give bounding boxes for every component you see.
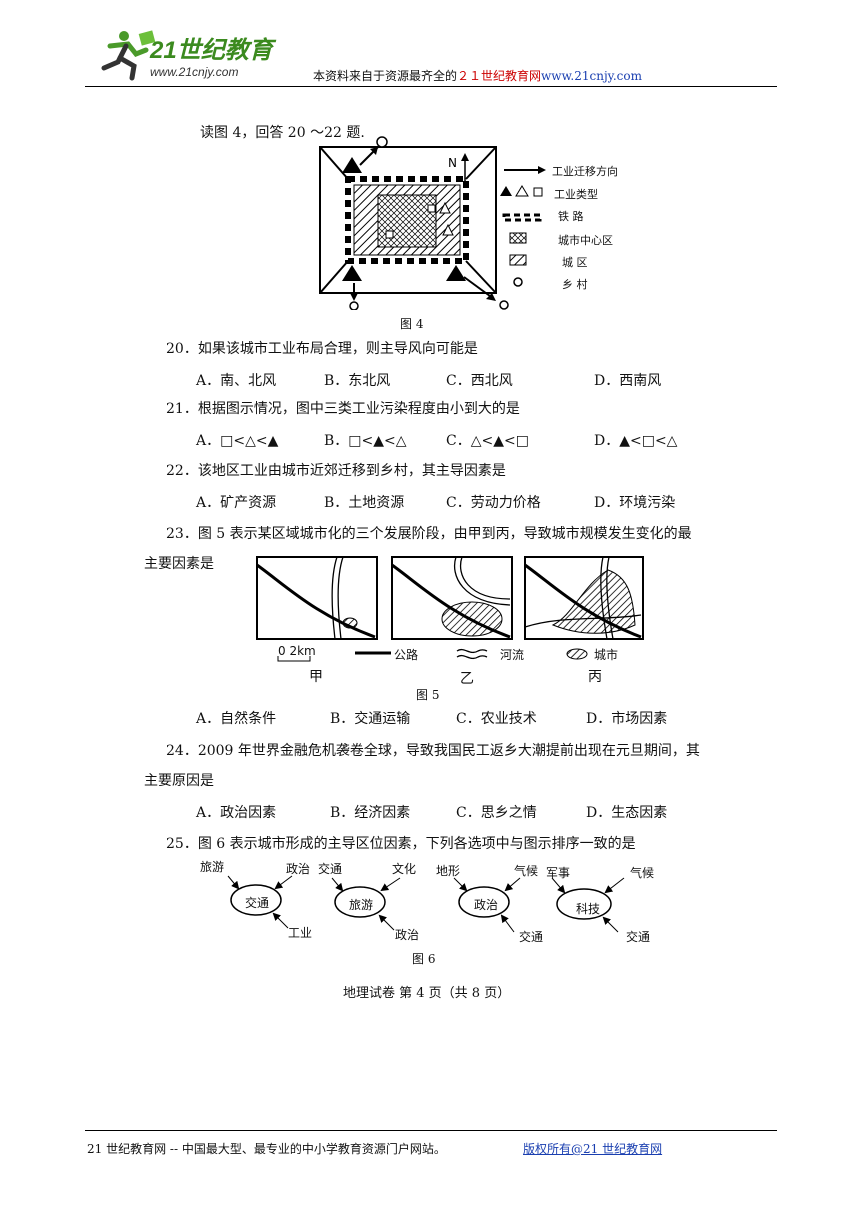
svg-text:www.21cnjy.com: www.21cnjy.com: [150, 65, 238, 79]
fig6-n2-center: 旅游: [349, 898, 374, 912]
svg-text:21世纪教育: 21世纪教育: [149, 37, 277, 64]
fig6-n2-tl: 交通: [318, 862, 343, 876]
fig6-n4-center: 科技: [576, 902, 601, 916]
fig4-legend-symbols: [500, 166, 546, 287]
legend-city-center: 城市中心区: [558, 234, 613, 247]
q20-stem: 20．如果该城市工业布局合理，则主导风向可能是: [166, 341, 478, 357]
fig5-label-yi: 乙: [460, 671, 474, 687]
fig5-panel-bing: [524, 556, 644, 640]
q22-option-b[interactable]: B．土地资源: [324, 495, 405, 511]
q23-option-c[interactable]: C．农业技术: [456, 711, 537, 727]
q20-option-d[interactable]: D．西南风: [594, 373, 662, 389]
q24-stem-cont: 主要原因是: [144, 773, 214, 789]
header-link[interactable]: www.21cnjy.com: [541, 69, 642, 83]
q20-option-c[interactable]: C．西北风: [446, 373, 513, 389]
q22-option-a[interactable]: A．矿产资源: [196, 495, 277, 511]
road-legend-icon: [355, 651, 391, 655]
fig6-n2-tr: 文化: [392, 862, 417, 876]
q24-stem: 24．2009 年世界金融危机袭卷全球，导致我国民工返乡大潮提前出现在元旦期间，…: [166, 743, 700, 759]
q24-option-b[interactable]: B．经济因素: [330, 805, 411, 821]
legend-urban: 城 区: [562, 256, 588, 269]
fig6-n4-tr: 气候: [630, 866, 655, 880]
fig4-map: N: [319, 136, 509, 310]
legend-migration: 工业迁移方向: [552, 165, 618, 178]
fig5-label-bing: 丙: [588, 669, 602, 685]
fig4-intro: 读图 4，回答 20 ～22 题.: [200, 125, 365, 141]
q21-option-d[interactable]: D．▲<□<△: [594, 433, 678, 449]
fig6-n4-br: 交通: [626, 930, 651, 944]
fig6-n3-center: 政治: [474, 898, 499, 912]
q23-stem: 23．图 5 表示某区域城市化的三个发展阶段，由甲到丙，导致城市规模发生变化的最: [166, 526, 692, 542]
legend-rural: 乡 村: [562, 278, 588, 291]
runner-icon: [101, 30, 156, 81]
fig6-n4-tl: 军事: [546, 866, 571, 880]
fig6-n3-tr: 气候: [514, 864, 539, 878]
legend-industry-type: 工业类型: [554, 188, 598, 201]
q21-option-c[interactable]: C．△<▲<□: [446, 433, 529, 449]
fig5-scale: 0 2km: [278, 644, 316, 658]
fig6-node-4: [551, 877, 625, 933]
page-number: 地理试卷 第 4 页（共 8 页）: [343, 986, 511, 1001]
q21-stem: 21．根据图示情况，图中三类工业污染程度由小到大的是: [166, 401, 520, 417]
footer-tagline: 21 世纪教育网 -- 中国最大型、最专业的中小学教育资源门户网站。: [87, 1142, 446, 1156]
fig6-n1-center: 交通: [245, 896, 270, 910]
legend-railway: 铁 路: [558, 210, 584, 223]
fig5-panel-jia: [256, 556, 378, 640]
fig5-panel-yi: [391, 556, 513, 640]
site-logo: 21世纪教育 www.21cnjy.com: [101, 30, 277, 81]
fig5-caption: 图 5: [416, 688, 440, 702]
q23-stem-cont: 主要因素是: [144, 556, 214, 572]
fig4-caption: 图 4: [400, 317, 424, 331]
q24-option-d[interactable]: D．生态因素: [586, 805, 668, 821]
header-divider: [85, 86, 777, 87]
q23-option-a[interactable]: A．自然条件: [196, 711, 277, 727]
q23-option-b[interactable]: B．交通运输: [330, 711, 411, 727]
footer-copyright-link[interactable]: 版权所有@21 世纪教育网: [523, 1142, 663, 1156]
fig6-n3-br: 交通: [519, 930, 544, 944]
footer-divider: [85, 1130, 777, 1131]
fig5-legend-road: 公路: [394, 648, 419, 662]
fig6-node-3: [453, 877, 521, 933]
fig6-n1-tr: 政治: [286, 862, 311, 876]
fig6-caption: 图 6: [412, 952, 436, 966]
scale-bar: [277, 656, 311, 662]
q25-stem: 25．图 6 表示城市形成的主导区位因素，下列各选项中与图示排序一致的是: [166, 836, 636, 852]
fig6-diagrams: [227, 875, 625, 933]
fig6-node-1: [227, 875, 293, 929]
fig6-node-2: [331, 877, 401, 931]
q20-option-a[interactable]: A．南、北风: [196, 373, 277, 389]
fig6-n1-tl: 旅游: [200, 860, 225, 874]
fig6-n1-br: 工业: [288, 926, 313, 940]
fig6-n3-tl: 地形: [436, 864, 461, 878]
q22-option-c[interactable]: C．劳动力价格: [446, 495, 541, 511]
q24-option-c[interactable]: C．思乡之情: [456, 805, 537, 821]
fig6-n2-br: 政治: [395, 928, 420, 942]
q21-option-a[interactable]: A．□<△<▲: [196, 433, 279, 449]
q20-option-b[interactable]: B．东北风: [324, 373, 391, 389]
river-legend-icon: [456, 648, 488, 660]
q21-option-b[interactable]: B．□<▲<△: [324, 433, 407, 449]
q23-option-d[interactable]: D．市场因素: [586, 711, 668, 727]
fig5-legend-river: 河流: [500, 648, 525, 662]
fig5-legend-city: 城市: [594, 648, 619, 662]
north-arrow-label: N: [448, 156, 457, 170]
city-legend-icon: [566, 648, 588, 660]
q24-option-a[interactable]: A．政治因素: [196, 805, 277, 821]
fig5-diagrams: [256, 556, 644, 640]
q22-option-d[interactable]: D．环境污染: [594, 495, 676, 511]
header-notice: 本资料来自于资源最齐全的２１世纪教育网www.21cnjy.com: [313, 69, 642, 83]
q22-stem: 22．该地区工业由城市近郊迁移到乡村，其主导因素是: [166, 463, 506, 479]
fig5-label-jia: 甲: [309, 669, 323, 685]
